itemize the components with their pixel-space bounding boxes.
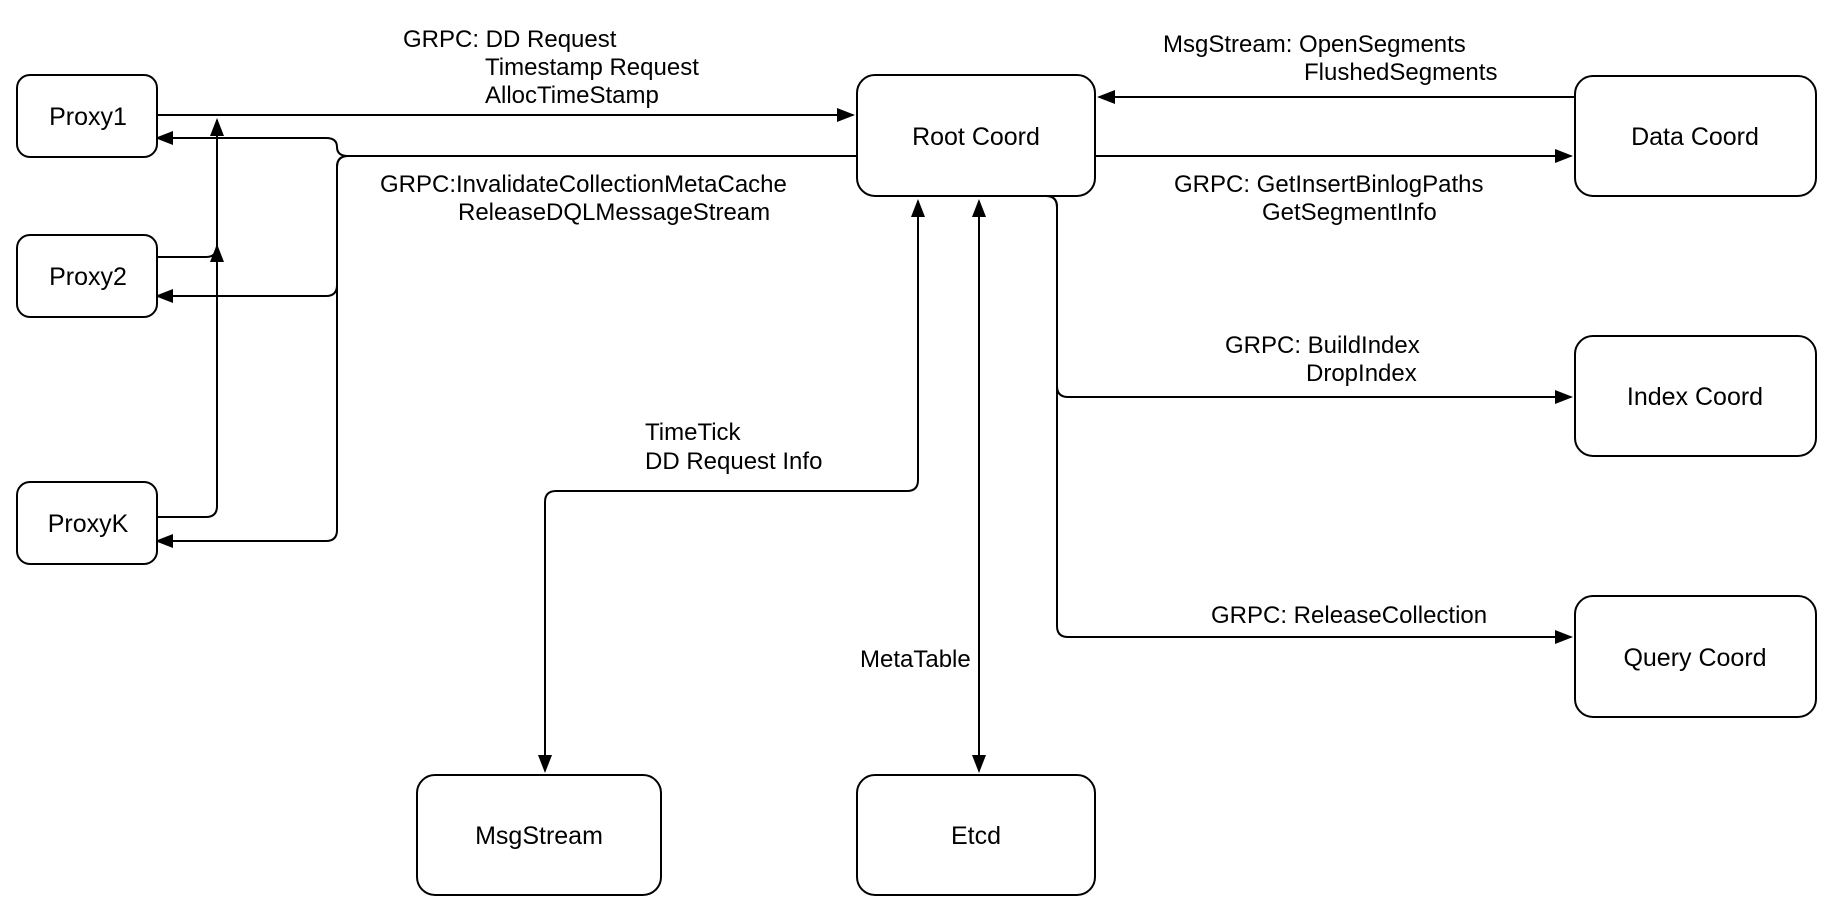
edge-rootcoord-to-proxy1 — [155, 131, 857, 157]
node-query-coord-box — [1574, 595, 1817, 718]
edge-label-root-to-etcd: MetaTable — [860, 646, 971, 673]
node-msgstream-label: MsgStream — [475, 822, 603, 850]
edge-rootcoord-to-msgstream — [538, 201, 919, 773]
node-index-coord-label: Index Coord — [1627, 383, 1763, 411]
node-root-coord-box — [856, 74, 1096, 197]
node-root-coord-label: Root Coord — [912, 123, 1040, 151]
edge-label-root-to-msgstream-line2: DD Request Info — [645, 448, 822, 475]
node-proxy1-box — [16, 74, 158, 158]
edge-label-root-to-proxy-line2: ReleaseDQLMessageStream — [458, 199, 770, 226]
edge-label-root-to-query-line1: GRPC: ReleaseCollection — [1211, 602, 1487, 629]
node-etcd-label: Etcd — [951, 822, 1001, 850]
edge-label-root-to-index-line2: DropIndex — [1306, 360, 1417, 387]
edge-label-root-to-data-line1: GRPC: GetInsertBinlogPaths — [1174, 171, 1483, 198]
edge-label-data-to-root-line2: FlushedSegments — [1304, 59, 1497, 86]
node-query-coord: Query Coord — [1574, 595, 1817, 718]
node-proxy1: Proxy1 — [16, 74, 158, 158]
node-index-coord-box — [1574, 335, 1817, 457]
edge-label-root-to-etcd-line1: MetaTable — [860, 646, 971, 673]
edge-label-proxy-to-root-line3: AllocTimeStamp — [485, 82, 659, 109]
node-proxy2-box — [16, 234, 158, 318]
edge-proxyk-to-request-trunk — [157, 244, 224, 518]
node-etcd: Etcd — [856, 774, 1096, 896]
node-data-coord: Data Coord — [1574, 75, 1817, 197]
node-proxyk-box — [16, 481, 158, 565]
edge-label-root-to-data: GRPC: GetInsertBinlogPaths GetSegmentInf… — [1174, 171, 1483, 226]
edge-label-data-to-root-line1: MsgStream: OpenSegments — [1163, 31, 1466, 58]
node-proxy2: Proxy2 — [16, 234, 158, 318]
node-proxy2-label: Proxy2 — [49, 263, 127, 291]
edge-label-root-to-msgstream: TimeTick DD Request Info — [645, 419, 822, 475]
edge-label-root-to-index: GRPC: BuildIndex DropIndex — [1225, 332, 1420, 387]
node-proxyk: ProxyK — [16, 481, 158, 565]
edge-label-proxy-to-root: GRPC: DD Request Timestamp Request Alloc… — [403, 26, 699, 109]
node-data-coord-label: Data Coord — [1631, 123, 1759, 151]
edge-label-root-to-index-line1: GRPC: BuildIndex — [1225, 332, 1420, 359]
edge-label-root-to-data-line2: GetSegmentInfo — [1262, 199, 1437, 226]
node-proxyk-label: ProxyK — [48, 510, 129, 538]
node-proxy1-label: Proxy1 — [49, 103, 127, 131]
edge-label-root-to-query: GRPC: ReleaseCollection — [1211, 602, 1487, 629]
edge-rootcoord-to-querycoord — [995, 195, 1573, 644]
edge-label-root-to-msgstream-line1: TimeTick — [645, 419, 742, 446]
edge-proxy2-to-request-trunk — [157, 118, 224, 258]
node-index-coord: Index Coord — [1574, 335, 1817, 457]
node-msgstream-box — [416, 774, 662, 896]
node-root-coord: Root Coord — [856, 74, 1096, 197]
edge-label-proxy-to-root-line1: GRPC: DD Request — [403, 26, 617, 53]
edge-label-proxy-to-root-line2: Timestamp Request — [485, 54, 699, 81]
edge-label-data-to-root: MsgStream: OpenSegments FlushedSegments — [1163, 31, 1497, 86]
edge-rootcoord-to-proxyk — [155, 155, 857, 548]
node-data-coord-box — [1574, 75, 1817, 197]
edge-label-root-to-proxy: GRPC:InvalidateCollectionMetaCache Relea… — [380, 171, 787, 226]
edge-rootcoord-to-indexcoord — [995, 195, 1573, 404]
edge-label-root-to-proxy-line1: GRPC:InvalidateCollectionMetaCache — [380, 171, 787, 198]
node-query-coord-label: Query Coord — [1623, 644, 1766, 672]
node-msgstream: MsgStream — [416, 774, 662, 896]
node-etcd-box — [856, 774, 1096, 896]
